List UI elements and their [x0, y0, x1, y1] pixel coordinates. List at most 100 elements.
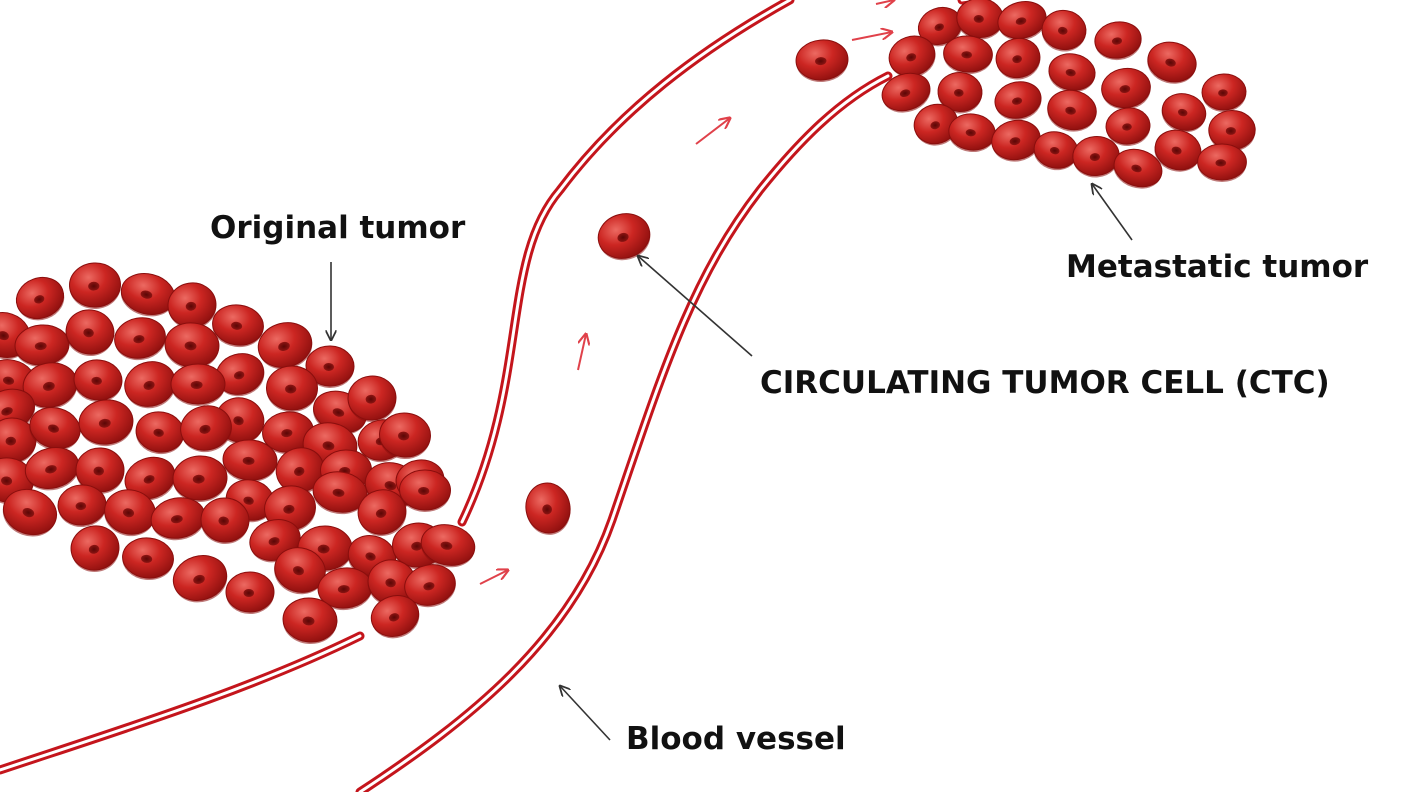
tumor-cell	[172, 455, 228, 503]
tumor-cell	[1147, 41, 1197, 84]
tumor-cell	[1072, 135, 1120, 178]
tumor-cell	[124, 361, 176, 409]
tumor-cell	[262, 411, 314, 455]
arrow-right-icon	[577, 334, 586, 371]
pointer-arrow-icon	[1092, 184, 1133, 241]
tumor-cell	[14, 324, 70, 368]
pointer-arrows	[331, 184, 1133, 741]
tumor-cell	[1101, 67, 1151, 110]
circulating-tumor-cell	[525, 482, 571, 535]
circulating-tumor-cells	[525, 39, 849, 535]
tumor-cell	[1113, 148, 1163, 189]
tumor-cell	[312, 471, 368, 515]
tumor-cell	[995, 37, 1041, 80]
vessel-wall-lumen	[358, 74, 890, 792]
tumor-cell	[22, 362, 78, 410]
pointer-arrow-icon	[560, 686, 611, 741]
tumor-cell	[1154, 129, 1202, 172]
vessel-wall	[457, 0, 795, 527]
tumor-cell	[1047, 89, 1097, 132]
tumor-cell	[164, 322, 220, 370]
tumor-cell	[266, 365, 318, 413]
tumor-cell	[913, 103, 959, 146]
tumor-cell	[881, 72, 931, 113]
tumor-cell	[222, 439, 278, 483]
tumor-cell	[274, 547, 326, 595]
ctc-label: CIRCULATING TUMOR CELL (CTC)	[760, 365, 1330, 401]
tumor-cell	[282, 597, 338, 645]
tumor-cell	[420, 524, 476, 568]
tumor-cell	[888, 35, 936, 78]
tumor-cell	[404, 564, 456, 608]
original-tumor-cells	[0, 262, 476, 645]
metastatic-tumor-label: Metastatic tumor	[1066, 249, 1369, 285]
vessel-wall	[0, 631, 365, 775]
tumor-cell	[73, 359, 123, 403]
tumor-cell	[120, 273, 176, 317]
tumor-cell	[997, 1, 1047, 41]
tumor-cell	[75, 447, 125, 495]
flow-arrows	[479, 0, 894, 585]
tumor-cell	[24, 447, 80, 491]
vessel-wall-lumen	[460, 0, 792, 524]
tumor-cell	[124, 456, 176, 501]
circulating-tumor-cell	[795, 39, 849, 83]
pointer-arrow-icon	[638, 256, 753, 357]
tumor-cell	[943, 35, 993, 75]
tumor-cell	[180, 405, 232, 453]
tumor-cell	[1161, 93, 1207, 133]
tumor-cell	[305, 345, 355, 389]
tumor-cell	[2, 488, 58, 537]
tumor-cell	[150, 497, 206, 541]
arrow-right-icon	[479, 570, 508, 585]
tumor-cell	[357, 489, 407, 537]
tumor-cell	[994, 81, 1042, 121]
tumor-cell	[257, 322, 313, 370]
tumor-cell	[1094, 21, 1142, 61]
arrow-right-icon	[695, 118, 730, 145]
vessel-wall-lumen	[0, 634, 362, 772]
tumor-cell	[15, 276, 65, 321]
circulating-tumor-cell	[597, 213, 651, 261]
tumor-cell	[948, 113, 996, 153]
vessel-wall	[355, 71, 893, 792]
tumor-cell	[225, 571, 275, 614]
tumor-cell	[399, 469, 451, 513]
tumor-cell	[122, 537, 174, 581]
tumor-cell	[135, 411, 185, 455]
tumor-cell	[937, 71, 983, 114]
tumor-cell	[379, 412, 431, 460]
tumor-cell	[1197, 143, 1247, 182]
tumor-cell	[170, 363, 226, 406]
tumor-cell	[956, 0, 1004, 40]
tumor-cell	[29, 407, 81, 451]
tumor-cell	[1033, 131, 1079, 171]
tumor-cell	[172, 555, 228, 603]
tumor-cell	[367, 559, 417, 607]
tumor-cell	[917, 6, 963, 47]
tumor-cell	[104, 489, 156, 537]
tumor-cell	[200, 497, 250, 545]
tumor-cell	[1201, 73, 1247, 113]
tumor-cell	[70, 525, 120, 573]
metastatic-tumor-cells	[881, 0, 1256, 189]
tumor-cell	[1041, 9, 1087, 52]
tumor-cell	[1208, 109, 1256, 152]
tumor-cell	[370, 595, 420, 639]
blood-vessel-label: Blood vessel	[626, 721, 846, 757]
arrow-right-icon	[851, 32, 892, 41]
tumor-cell	[65, 309, 115, 357]
arrow-right-icon	[875, 0, 894, 4]
tumor-cell	[69, 262, 121, 310]
tumor-cell	[114, 317, 166, 361]
tumor-cell	[78, 399, 134, 447]
tumor-cell	[212, 304, 264, 348]
tumor-cell	[1105, 107, 1151, 147]
tumor-cell	[0, 417, 37, 465]
original-tumor-label: Original tumor	[210, 210, 466, 246]
tumor-cell	[1048, 53, 1096, 93]
tumor-cell	[991, 119, 1041, 162]
tumor-cell	[57, 484, 107, 528]
blood-vessel	[0, 0, 993, 792]
